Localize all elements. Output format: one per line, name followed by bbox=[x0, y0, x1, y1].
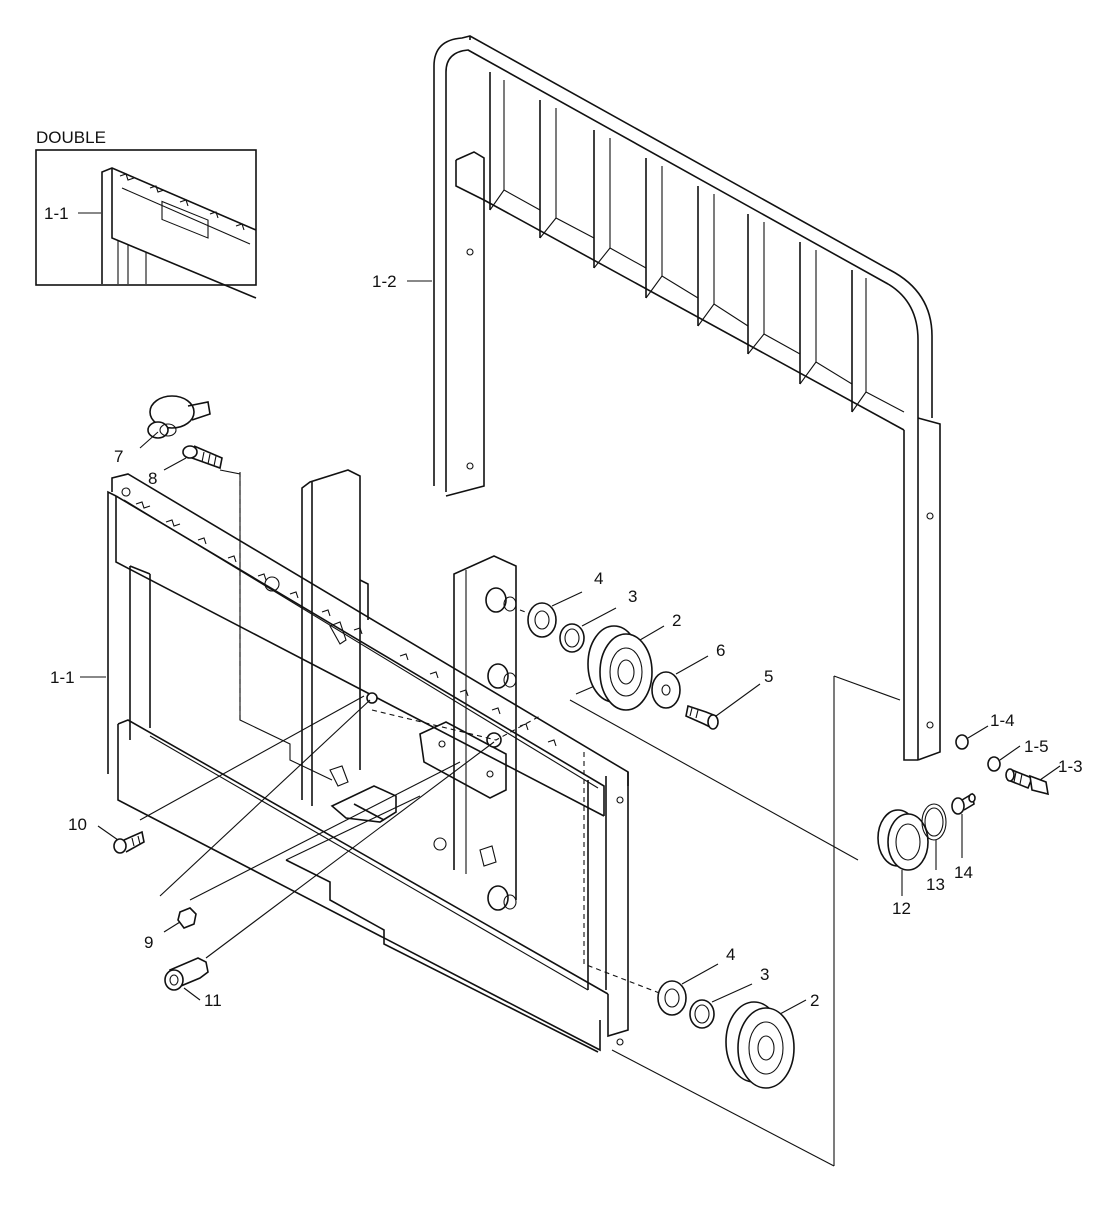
callout-14: 14 bbox=[954, 863, 973, 882]
part-1-3-bolt: 1-3 bbox=[1005, 757, 1083, 796]
callout-1-5: 1-5 bbox=[1024, 737, 1049, 756]
fork-carriage: 1-1 bbox=[50, 469, 629, 1053]
callout-12: 12 bbox=[892, 899, 911, 918]
part-3-shim-upper: 3 bbox=[559, 587, 637, 653]
part-5-screw: 5 bbox=[685, 667, 773, 730]
part-1-4-washer: 1-4 bbox=[955, 711, 1015, 750]
callout-2b: 2 bbox=[810, 991, 819, 1010]
part-3-shim-lower: 3 bbox=[689, 965, 769, 1029]
part-2-roller-upper: 2 bbox=[587, 611, 681, 711]
callout-6: 6 bbox=[716, 641, 725, 660]
callout-7: 7 bbox=[114, 447, 123, 466]
part-9-nut: 9 bbox=[144, 907, 197, 952]
callout-3a: 3 bbox=[628, 587, 637, 606]
callout-11: 11 bbox=[204, 991, 222, 1010]
callout-1-2: 1-2 bbox=[372, 272, 397, 291]
part-12-bearing: 12 bbox=[877, 809, 929, 918]
part-8-bolt: 8 bbox=[148, 445, 223, 488]
callout-8: 8 bbox=[148, 469, 157, 488]
part-6-washer: 6 bbox=[651, 641, 725, 709]
callout-2a: 2 bbox=[672, 611, 681, 630]
callout-1-3: 1-3 bbox=[1058, 757, 1083, 776]
load-backrest: 1-2 bbox=[372, 35, 941, 761]
inset-title: DOUBLE bbox=[36, 128, 106, 147]
part-11-pin: 11 bbox=[164, 957, 222, 1010]
callout-4a: 4 bbox=[594, 569, 603, 588]
callout-10: 10 bbox=[68, 815, 87, 834]
part-7-side-roller: 7 bbox=[114, 395, 211, 466]
inset-label: 1-1 bbox=[44, 204, 69, 223]
inset-double: DOUBLE 1-1 bbox=[35, 128, 257, 299]
part-14-grease-nipple: 14 bbox=[951, 792, 976, 882]
callout-1-4: 1-4 bbox=[990, 711, 1015, 730]
part-2-roller-lower: 2 bbox=[725, 991, 819, 1089]
part-4-washer-upper: 4 bbox=[527, 569, 603, 638]
callout-13: 13 bbox=[926, 875, 945, 894]
roller-stud-upper bbox=[485, 587, 517, 613]
callout-5: 5 bbox=[764, 667, 773, 686]
hidden-lines bbox=[239, 472, 663, 995]
callout-1-1: 1-1 bbox=[50, 668, 75, 687]
part-1-5-washer: 1-5 bbox=[987, 737, 1049, 772]
callout-4b: 4 bbox=[726, 945, 735, 964]
roller-stud-lower bbox=[487, 885, 517, 911]
callout-3b: 3 bbox=[760, 965, 769, 984]
roller-stud-middle bbox=[487, 663, 517, 689]
part-13-snap-ring: 13 bbox=[921, 803, 947, 894]
part-4-washer-lower: 4 bbox=[657, 945, 735, 1016]
part-10-bolt: 10 bbox=[68, 815, 145, 854]
callout-9: 9 bbox=[144, 933, 153, 952]
